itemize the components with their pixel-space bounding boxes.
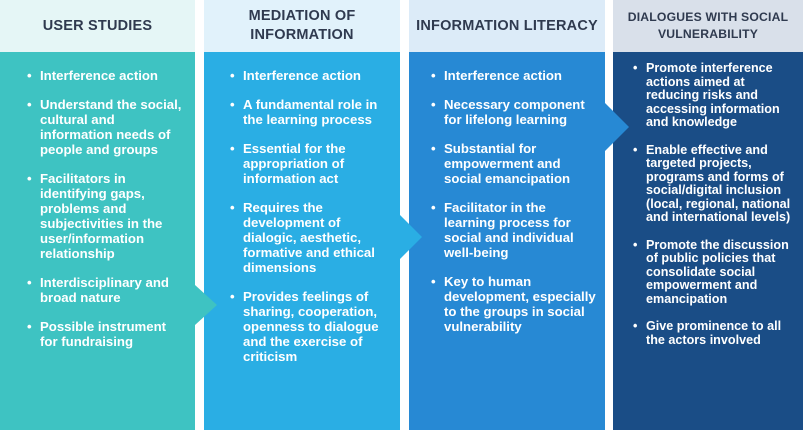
list-item: Requires the development of dialogic, ae…: [230, 200, 390, 275]
column-title: USER STUDIES: [0, 0, 195, 52]
column-title: MEDIATION OF INFORMATION: [204, 0, 400, 52]
column-information-literacy: INFORMATION LITERACY Interference action…: [409, 0, 605, 430]
list-item: Facilitator in the learning process for …: [431, 200, 599, 260]
arrow-right-icon: [400, 215, 422, 259]
column-title: DIALOGUES WITH SOCIAL VULNERABILITY: [613, 0, 803, 52]
list-item: Promote the discussion of public policie…: [633, 238, 799, 307]
arrow-right-icon: [605, 103, 629, 151]
item-list: Interference action A fundamental role i…: [230, 68, 390, 364]
list-item: Facilitators in identifying gaps, proble…: [27, 171, 187, 261]
list-item: Promote interference actions aimed at re…: [633, 61, 799, 130]
list-item: Essential for the appropriation of infor…: [230, 141, 390, 186]
column-title: INFORMATION LITERACY: [409, 0, 605, 52]
list-item: Interdisciplinary and broad nature: [27, 275, 187, 305]
list-item: Give prominence to all the actors involv…: [633, 319, 799, 347]
item-list: Interference action Necessary component …: [431, 68, 599, 334]
item-list: Promote interference actions aimed at re…: [633, 61, 799, 347]
list-item: A fundamental role in the learning proce…: [230, 97, 390, 127]
list-item: Substantial for empowerment and social e…: [431, 141, 599, 186]
list-item: Interference action: [431, 68, 599, 83]
list-item: Provides feelings of sharing, cooperatio…: [230, 289, 390, 364]
column-user-studies: USER STUDIES Interference action Underst…: [0, 0, 195, 430]
list-item: Enable effective and targeted projects, …: [633, 143, 799, 225]
arrow-right-icon: [195, 285, 217, 325]
list-item: Necessary component for lifelong learnin…: [431, 97, 599, 127]
list-item: Possible instrument for fundraising: [27, 319, 187, 349]
list-item: Key to human development, especially to …: [431, 274, 599, 334]
list-item: Interference action: [230, 68, 390, 83]
list-item: Interference action: [27, 68, 187, 83]
list-item: Understand the social, cultural and info…: [27, 97, 187, 157]
item-list: Interference action Understand the socia…: [27, 68, 187, 349]
column-mediation-of-information: MEDIATION OF INFORMATION Interference ac…: [204, 0, 400, 430]
column-dialogues-with-social-vulnerability: DIALOGUES WITH SOCIAL VULNERABILITY Prom…: [613, 0, 803, 430]
